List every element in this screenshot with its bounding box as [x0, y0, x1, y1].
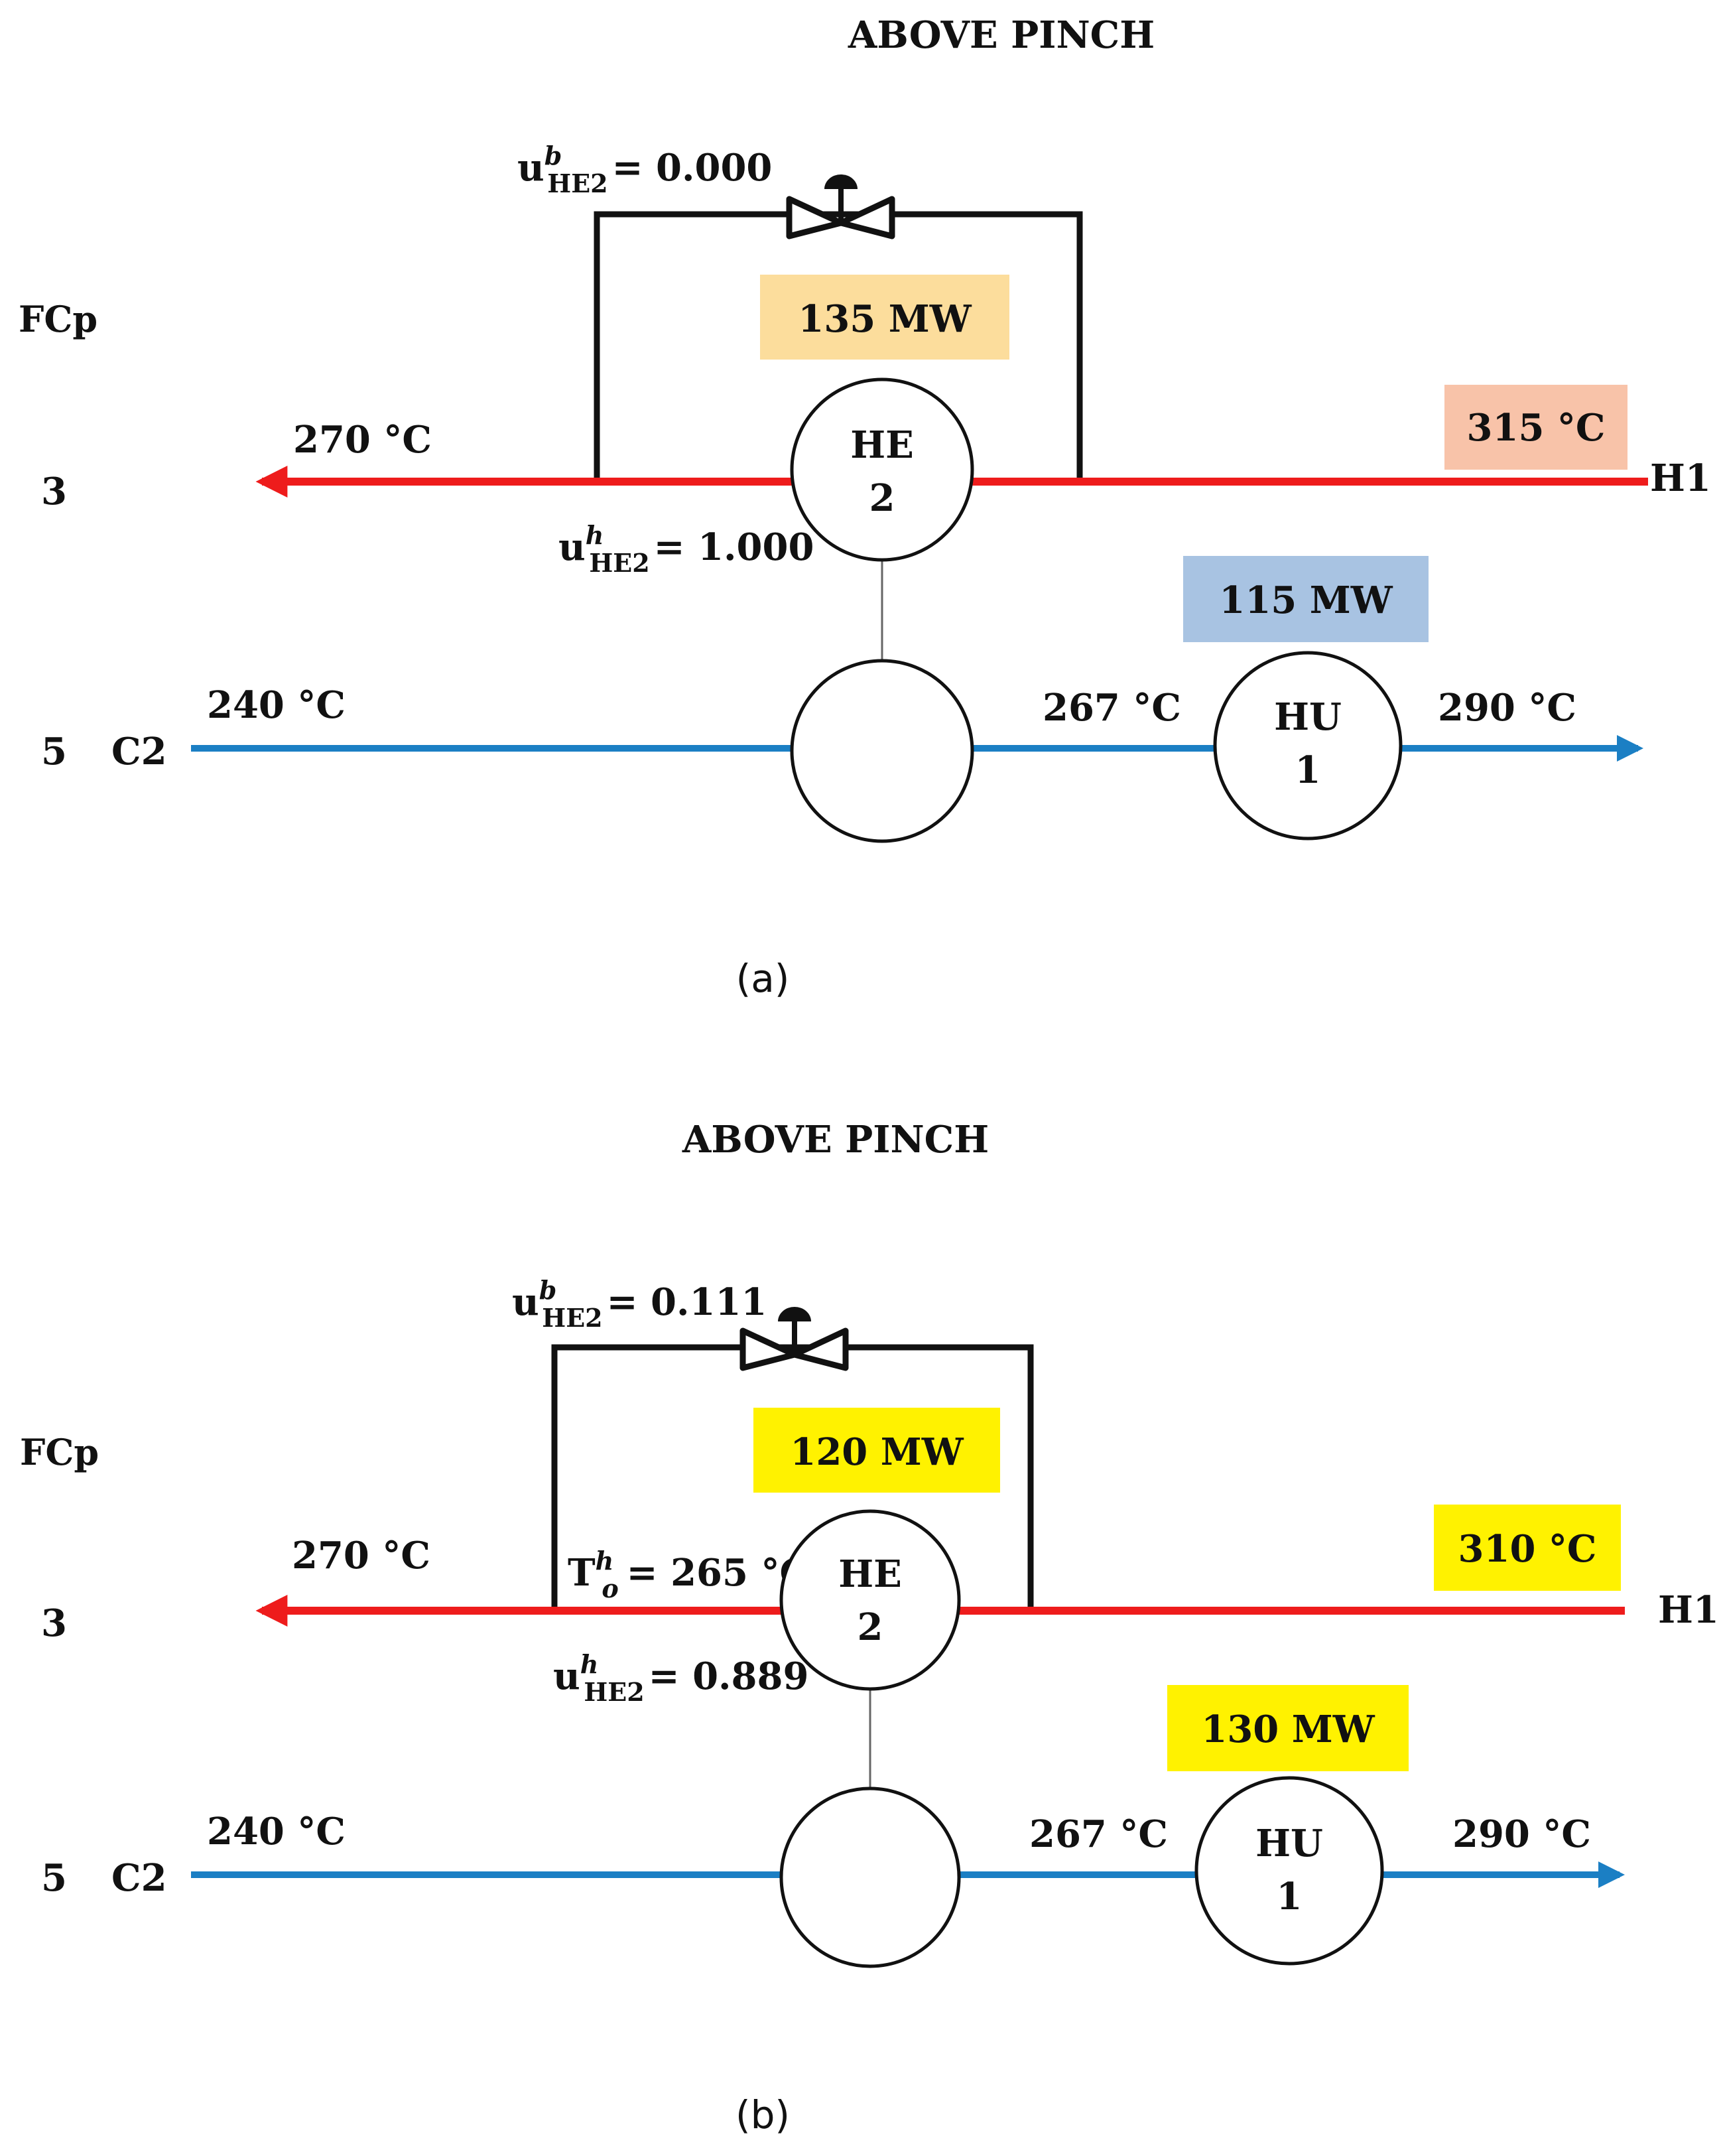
panel-a-exchanger-cold-side — [790, 659, 974, 843]
panel-b-hu-duty-box — [1167, 1685, 1409, 1771]
panel-b-cold-mid-temp: 267 °C — [1029, 1812, 1168, 1856]
panel-b-hu-duty: 130 MW — [1201, 1708, 1375, 1751]
panel-b-hot-fcp: 3 — [41, 1601, 67, 1645]
panel-b-cold-stream-name: C2 — [111, 1856, 167, 1900]
panel-b-hot-inlet-box — [1434, 1505, 1621, 1591]
panel-a-he-duty: 135 MW — [798, 297, 972, 341]
panel-a-heater — [1213, 651, 1403, 841]
panel-b-fcp-header: FCp — [20, 1431, 99, 1473]
panel-b-hot-inlet-temp: 310 °C — [1458, 1527, 1597, 1571]
panel-b-exchanger-hot-side — [779, 1509, 961, 1691]
panel-a-cold-stream-name: C2 — [111, 730, 167, 774]
panel-b-title: ABOVE PINCH — [682, 1118, 989, 1162]
panel-a-hot-inlet-temp: 315 °C — [1467, 406, 1606, 450]
panel-a-valve-icon — [786, 174, 895, 239]
panel-b-heater-label: HU — [1255, 1822, 1323, 1865]
panel-b-heater-number: 1 — [1277, 1875, 1303, 1919]
panel-a-exchanger-hot-side — [790, 377, 974, 562]
panel-b-cold-inlet-temp: 240 °C — [207, 1810, 346, 1853]
panel-b-cold-outlet-temp: 290 °C — [1452, 1812, 1591, 1856]
panel-a-cold-inlet-temp: 240 °C — [207, 683, 346, 727]
panel-a-cold-fcp: 5 — [41, 730, 67, 774]
panel-a-heater-label: HU — [1274, 695, 1342, 739]
panel-a-exchanger-number: 2 — [869, 476, 895, 520]
panel-a-cold-mid-temp: 267 °C — [1043, 686, 1181, 730]
panel-b-he-duty: 120 MW — [790, 1430, 964, 1474]
panel-b-valve-icon — [739, 1307, 849, 1371]
panel-a-fcp-header: FCp — [19, 298, 97, 340]
panel-a-caption: (a) — [736, 956, 790, 1001]
panel-a-cold-outlet-temp: 290 °C — [1438, 686, 1576, 730]
panel-b-cold-fcp: 5 — [41, 1856, 67, 1900]
panel-a-hu-duty: 115 MW — [1219, 578, 1393, 622]
panel-b-hot-stream-name: H1 — [1658, 1588, 1719, 1632]
panel-b-exchanger-number: 2 — [858, 1605, 883, 1649]
panel-a-hot-outlet-temp: 270 °C — [293, 418, 432, 462]
panel-a-exchanger-label: HE — [850, 423, 914, 467]
panel-b-hot-outlet-temp: 270 °C — [292, 1534, 430, 1578]
panel-b-exchanger-cold-side — [779, 1786, 961, 1968]
panel-b-he-duty-box — [753, 1408, 1000, 1493]
panel-b-caption: (b) — [735, 2092, 790, 2137]
panel-b-heater — [1194, 1776, 1384, 1966]
panel-a-title: ABOVE PINCH — [848, 13, 1155, 57]
panel-a-hot-stream-name: H1 — [1650, 456, 1711, 500]
panel-a-he-duty-box — [760, 275, 1009, 360]
panel-a-heater-number: 1 — [1295, 748, 1321, 792]
panel-a-hu-duty-box — [1183, 556, 1429, 642]
panel-b-exchanger-label: HE — [838, 1552, 902, 1596]
panel-a-hot-fcp: 3 — [41, 470, 67, 513]
panel-a-hot-inlet-box — [1444, 385, 1627, 470]
